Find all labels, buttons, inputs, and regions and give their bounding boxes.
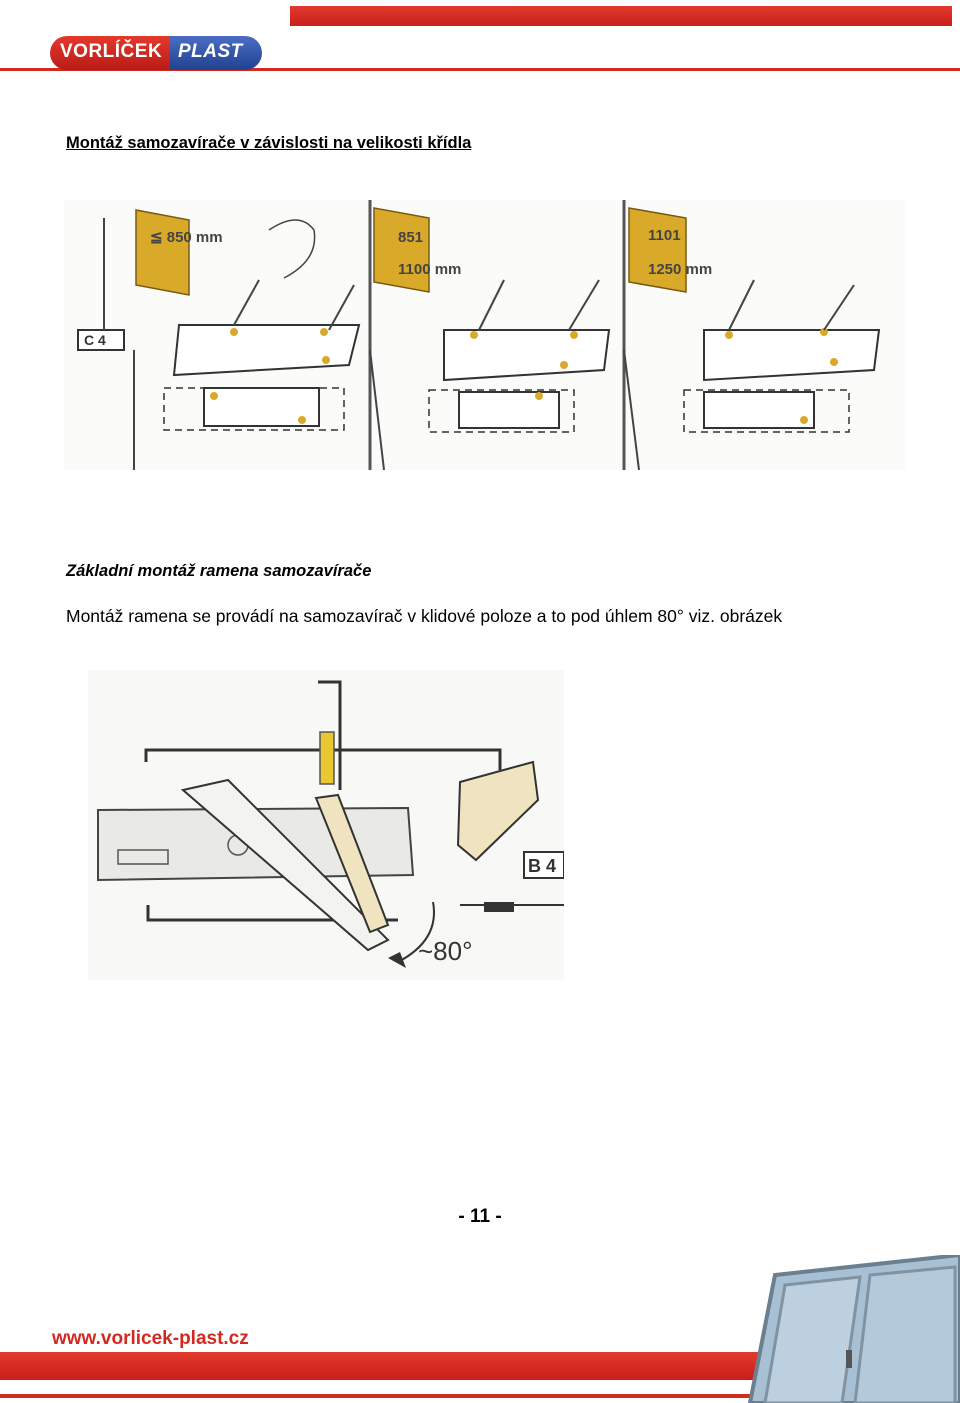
logo-text-vorlicek: VORLÍČEK (60, 41, 163, 62)
section-heading-wing-size: Montáž samozavírače v závislosti na veli… (66, 134, 472, 152)
header-red-line (0, 68, 960, 71)
logo-text-plast: PLAST (178, 41, 243, 62)
company-logo: VORLÍČEK PLAST (50, 36, 262, 70)
panel-small-wing: ≦ 850 mm (103, 209, 361, 470)
section-heading-arm-mounting: Základní montáž ramena samozavírače (66, 562, 372, 580)
closer-body-1 (172, 324, 361, 377)
mounting-plate-2 (458, 391, 560, 429)
website-link[interactable]: www.vorlicek-plast.cz (52, 1328, 249, 1349)
dimension-label-3-top: 1101 (648, 227, 681, 244)
wing-sample-2 (373, 207, 430, 293)
header-bar: VORLÍČEK PLAST (0, 0, 960, 72)
panel-large-wing: 1101 1250 mm (623, 207, 881, 470)
hex-key (318, 680, 342, 790)
angle-arc (397, 901, 435, 963)
door-closer-mounting-diagram: C 4 ≦ 850 mm 851 1100 mm 1101 1250 mm (64, 200, 906, 470)
dimension-label-3-bottom: 1250 mm (648, 261, 712, 278)
angle-label: ~80° (418, 936, 473, 966)
b4-label: B 4 (528, 856, 556, 876)
footer-red-line (0, 1394, 960, 1398)
mounting-plate-3 (703, 391, 815, 429)
connecting-rod (314, 793, 390, 934)
header-red-band (290, 6, 952, 26)
arm-mounting-diagram: B 4 ~80° (88, 670, 564, 980)
dimension-label-2-top: 851 (398, 229, 423, 246)
screwdriver-hand (268, 219, 316, 279)
bracket-element (456, 760, 540, 862)
wing-sample-1 (135, 209, 190, 296)
closer-arm (180, 778, 390, 952)
arm-mounting-description: Montáž ramena se provádí na samozavírač … (66, 606, 783, 626)
screw (319, 731, 335, 785)
page-number: - 11 - (458, 1206, 502, 1227)
dimension-label-1: ≦ 850 mm (150, 229, 223, 246)
window-frame-graphic (747, 1255, 960, 1403)
c4-label-box (77, 329, 125, 351)
panel-medium-wing: 851 1100 mm (369, 207, 611, 470)
dimension-label-2-bottom: 1100 mm (398, 261, 461, 278)
c4-label: C 4 (84, 332, 106, 348)
wing-sample-3 (628, 207, 687, 293)
closer-body-2 (443, 329, 611, 382)
b4-label-box (523, 851, 564, 879)
